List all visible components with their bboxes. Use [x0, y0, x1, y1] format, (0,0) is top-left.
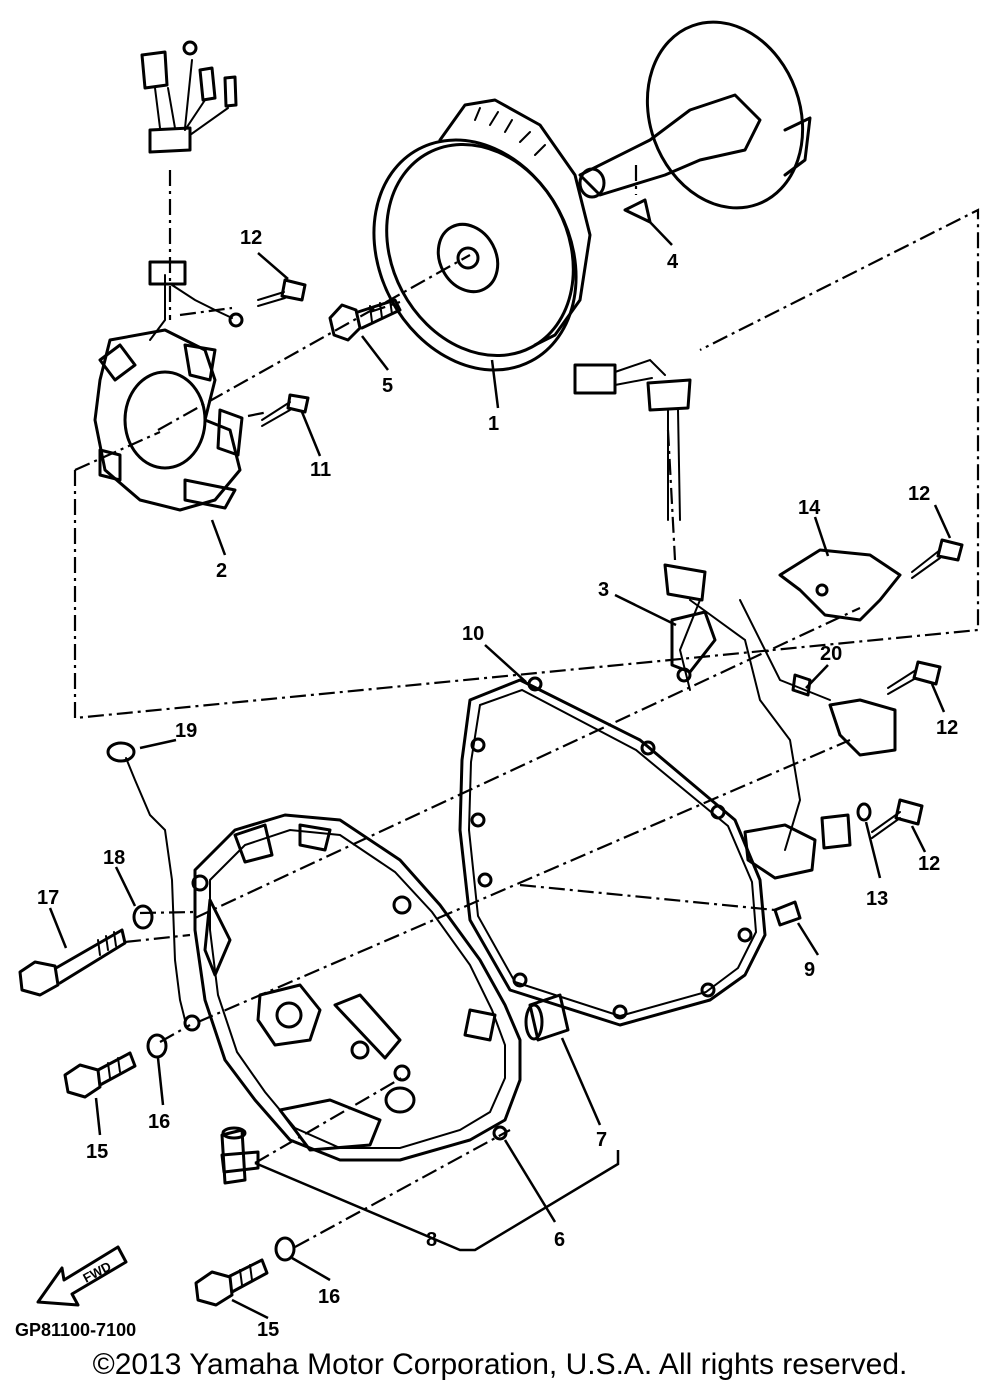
stator-assembly	[93, 40, 244, 512]
callout-5: 5	[382, 375, 393, 397]
callout-12-c: 12	[936, 717, 958, 739]
copyright-notice: ©2013 Yamaha Motor Corporation, U.S.A. A…	[92, 1348, 908, 1381]
assembly-boundary-lines	[73, 165, 980, 1248]
screws	[257, 278, 964, 839]
callout-14: 14	[798, 497, 821, 519]
pickup-coil-harness	[573, 358, 897, 880]
callout-15-a: 15	[86, 1141, 108, 1163]
callout-16-a: 16	[148, 1111, 170, 1133]
crankshaft	[578, 20, 812, 224]
crankcase-cover-gasket	[458, 676, 767, 1027]
callout-15-b: 15	[257, 1319, 279, 1340]
callout-12-b: 12	[908, 483, 930, 505]
callout-2: 2	[216, 560, 227, 582]
cover-bolts	[18, 928, 269, 1307]
callout-19: 19	[175, 720, 197, 742]
callout-3: 3	[598, 579, 609, 601]
callout-11: 11	[310, 459, 331, 481]
callout-4: 4	[667, 251, 679, 273]
exploded-view-drawing: FWD 1 2 3 4 5 6 7 8 9 10 11 12 12 12 12 …	[15, 20, 980, 1341]
part-number-callouts: 1 2 3 4 5 6 7 8 9 10 11 12 12 12 12 13 1…	[37, 227, 958, 1341]
callout-20: 20	[820, 643, 842, 665]
callout-17: 17	[37, 887, 59, 909]
flywheel-bolt	[328, 298, 402, 342]
dowel-pins	[524, 900, 802, 1042]
callout-leaders	[48, 219, 952, 1320]
washers	[132, 802, 872, 1262]
harness-cover-plate	[778, 548, 902, 622]
callout-9: 9	[804, 959, 815, 981]
callout-10: 10	[462, 623, 484, 645]
callout-1: 1	[488, 413, 499, 435]
breather-fitting	[220, 1126, 260, 1185]
ground-wire-lead	[106, 741, 186, 1021]
crankcase-cover	[183, 813, 522, 1162]
flywheel-rotor	[372, 98, 592, 372]
callout-8: 8	[426, 1229, 437, 1251]
forward-direction-arrow: FWD	[36, 1245, 128, 1307]
callout-7: 7	[596, 1129, 607, 1151]
callout-18: 18	[103, 847, 125, 869]
callout-12-a: 12	[240, 227, 262, 249]
callout-16-b: 16	[318, 1286, 340, 1308]
callout-13: 13	[866, 888, 888, 910]
drawing-code: GP81100-7100	[15, 1320, 136, 1340]
fwd-label: FWD	[80, 1259, 113, 1286]
callout-12-d: 12	[918, 853, 940, 875]
callout-6: 6	[554, 1229, 565, 1251]
